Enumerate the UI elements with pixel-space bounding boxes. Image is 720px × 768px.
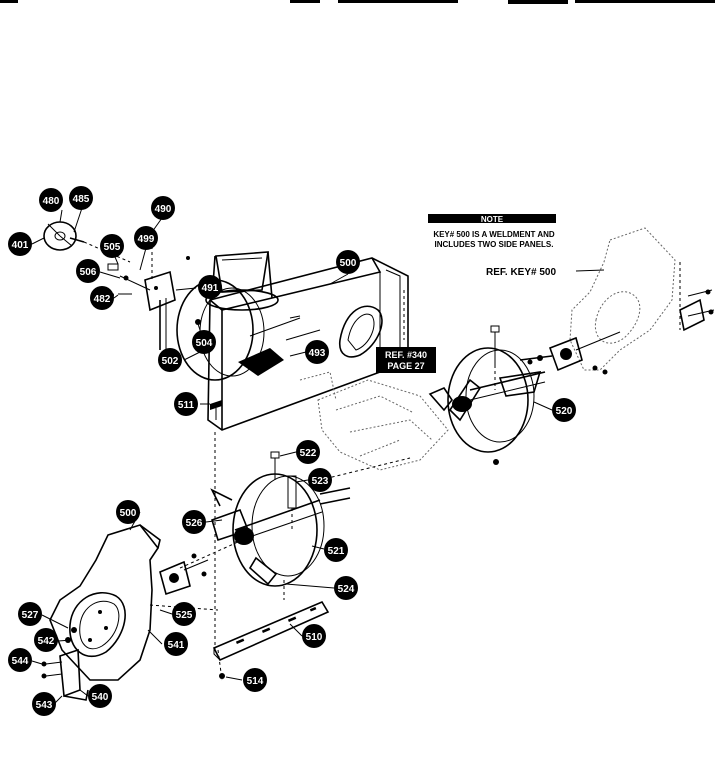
svg-text:493: 493 [309, 348, 326, 359]
callout: 527 [18, 602, 42, 626]
shear-bolt [490, 325, 500, 390]
callout: 525 [172, 602, 196, 626]
callout: 514 [243, 668, 267, 692]
scraper-bar [212, 600, 330, 679]
svg-text:543: 543 [36, 700, 53, 711]
svg-text:482: 482 [94, 294, 111, 305]
svg-text:544: 544 [12, 656, 29, 667]
callout: 520 [552, 398, 576, 422]
svg-text:525: 525 [176, 610, 193, 621]
svg-text:527: 527 [22, 610, 39, 621]
auger-shear-pins [270, 451, 297, 530]
callout: 482 [90, 286, 114, 310]
svg-text:521: 521 [328, 546, 345, 557]
callout: 401 [8, 232, 32, 256]
right-bearing-flange [519, 331, 621, 375]
svg-text:502: 502 [162, 356, 179, 367]
callout: 500 [336, 250, 360, 274]
ref-page-line-1: REF. #340 [385, 350, 427, 360]
svg-text:506: 506 [80, 267, 97, 278]
note-box: NOTE KEY# 500 IS A WELDMENT AND INCLUDES… [428, 214, 556, 249]
header-remnant [0, 0, 715, 4]
callout: 499 [134, 226, 158, 250]
svg-text:499: 499 [138, 234, 155, 245]
skid-shoe [41, 627, 89, 701]
callout: 506 [76, 259, 100, 283]
callout: 504 [192, 330, 216, 354]
callout: 490 [151, 196, 175, 220]
callout: 524 [334, 576, 358, 600]
svg-text:511: 511 [178, 400, 195, 411]
svg-text:490: 490 [155, 204, 172, 215]
svg-text:491: 491 [202, 283, 219, 294]
callout: 540 [88, 684, 112, 708]
carriage-bolt [210, 400, 222, 420]
svg-text:542: 542 [38, 636, 55, 647]
svg-text:540: 540 [92, 692, 109, 703]
callout: 485 [69, 186, 93, 210]
auger-housing-weldment [207, 257, 409, 431]
ref-page-label: REF. #340 PAGE 27 [376, 347, 436, 373]
svg-text:485: 485 [73, 194, 90, 205]
left-bearing-flange [159, 553, 209, 596]
callout: 522 [296, 440, 320, 464]
left-side-panel [49, 524, 161, 681]
right-side-panel [569, 227, 715, 371]
svg-text:500: 500 [120, 508, 137, 519]
callouts: 480 485 401 490 499 505 506 482 491 504 … [8, 186, 576, 716]
note-line-1: KEY# 500 IS A WELDMENT AND [433, 230, 555, 239]
callout: 493 [305, 340, 329, 364]
note-line-2: INCLUDES TWO SIDE PANELS. [435, 240, 554, 249]
svg-text:505: 505 [104, 242, 121, 253]
chute-crank-assembly [43, 221, 151, 297]
callout: 510 [302, 624, 326, 648]
callout: 521 [324, 538, 348, 562]
callout: 491 [198, 275, 222, 299]
svg-text:401: 401 [12, 240, 29, 251]
callout: 500 [116, 500, 140, 524]
svg-text:541: 541 [168, 640, 185, 651]
right-auger [428, 347, 546, 465]
svg-text:523: 523 [312, 476, 329, 487]
callout: 511 [174, 392, 198, 416]
callout: 541 [164, 632, 188, 656]
callout: 505 [100, 234, 124, 258]
note-heading: NOTE [481, 215, 504, 224]
callout: 523 [308, 468, 332, 492]
callout: 502 [158, 348, 182, 372]
assembly-axis-lines [149, 432, 411, 681]
callout: 544 [8, 648, 32, 672]
callout: 526 [182, 510, 206, 534]
note-heading-bar [428, 214, 556, 223]
leader-lines [31, 207, 553, 705]
ref-key-text: REF. KEY# 500 [486, 267, 556, 278]
ref-page-line-2: PAGE 27 [387, 361, 424, 371]
svg-text:504: 504 [196, 338, 213, 349]
left-auger [210, 473, 351, 587]
svg-text:526: 526 [186, 518, 203, 529]
frame-reference-ghost [299, 371, 449, 471]
svg-text:510: 510 [306, 632, 323, 643]
svg-text:520: 520 [556, 406, 573, 417]
svg-text:514: 514 [247, 676, 264, 687]
callout: 480 [39, 188, 63, 212]
svg-text:522: 522 [300, 448, 317, 459]
ref-key-label: REF. KEY# 500 [486, 267, 605, 278]
callout: 543 [32, 692, 56, 716]
svg-text:524: 524 [338, 584, 355, 595]
svg-text:500: 500 [340, 258, 357, 269]
svg-text:480: 480 [43, 196, 60, 207]
callout: 542 [34, 628, 58, 652]
